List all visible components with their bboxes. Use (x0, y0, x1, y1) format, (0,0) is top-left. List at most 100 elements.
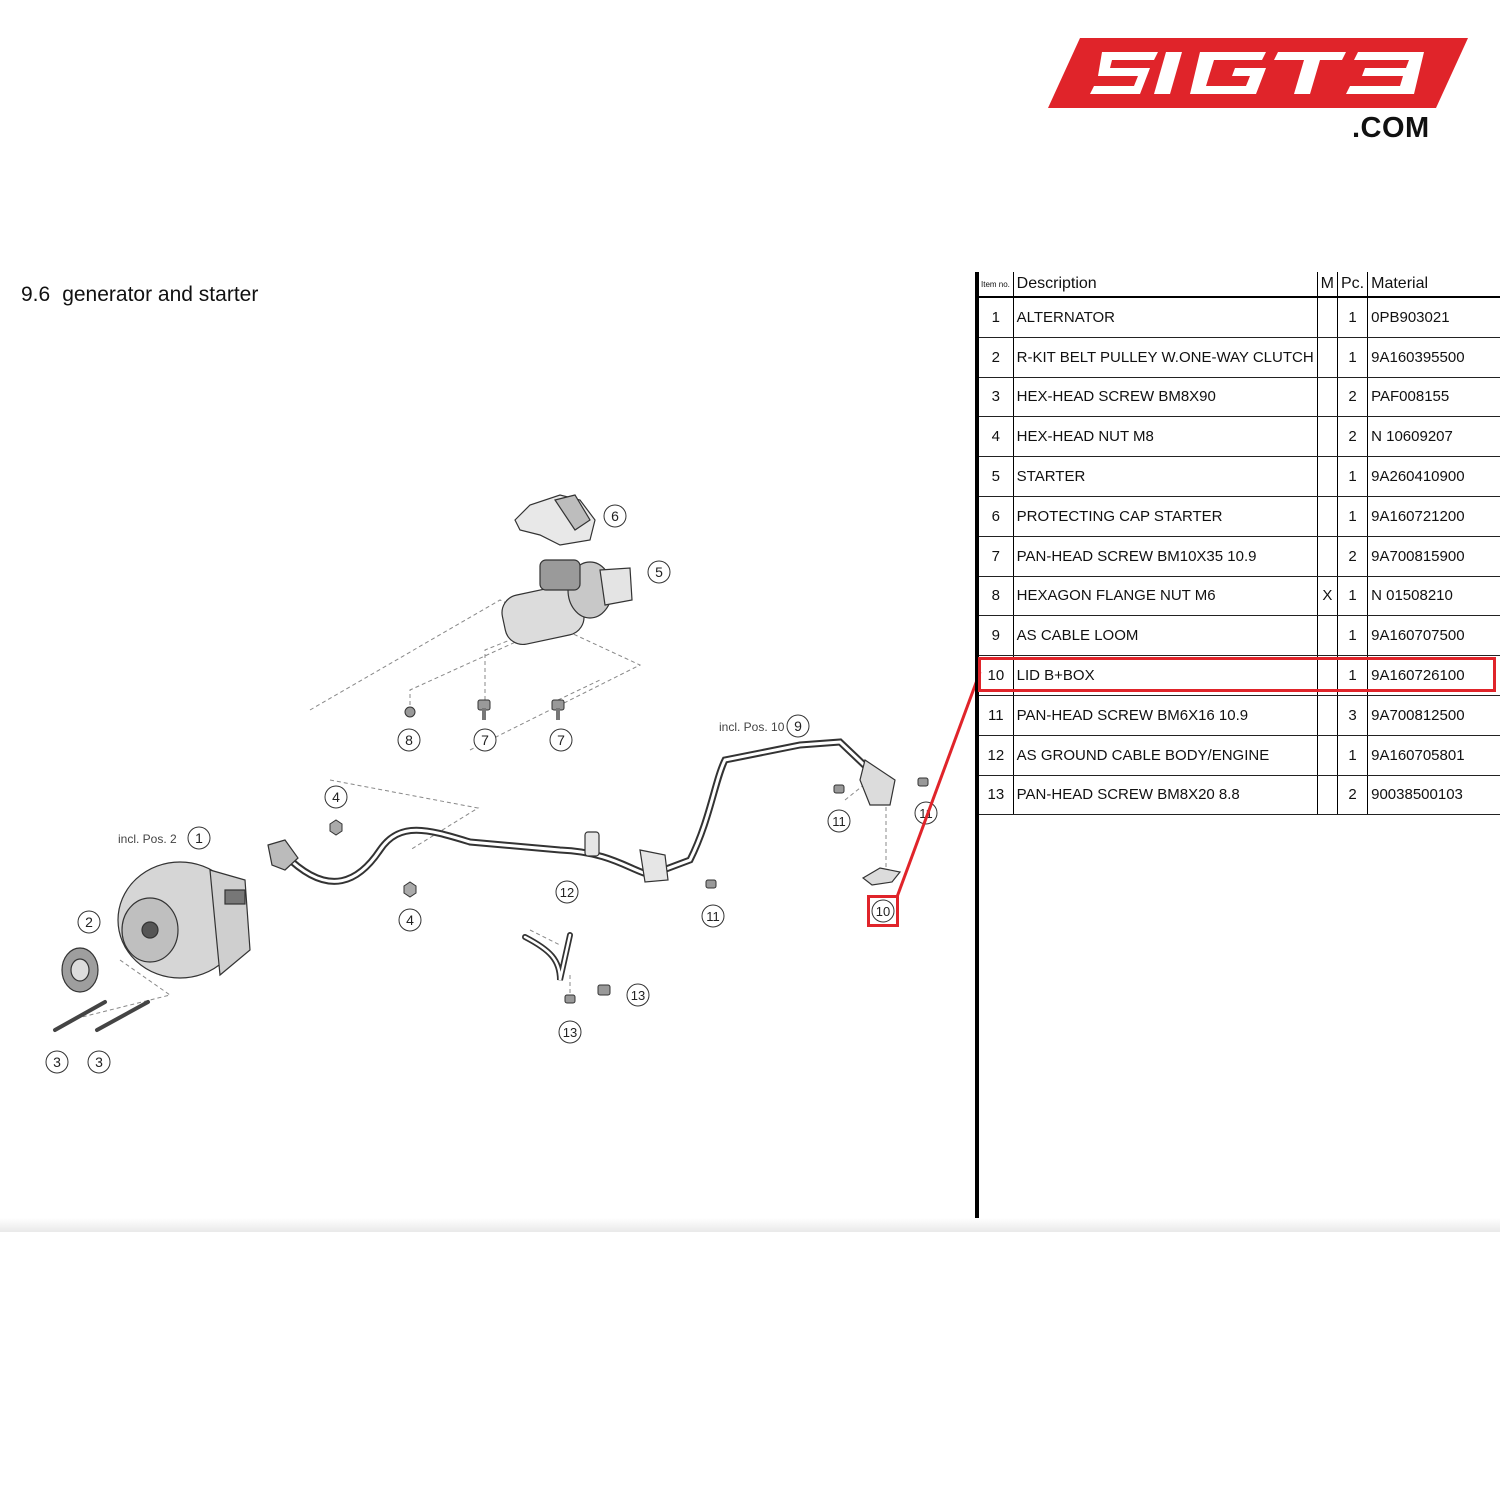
cell-m (1316, 695, 1338, 736)
callout-13b: 13 (558, 1020, 582, 1044)
bottom-shadow (0, 1218, 1500, 1232)
svg-text:13: 13 (631, 988, 645, 1003)
exploded-parts-diagram: 1 2 3 3 4 4 5 6 7 7 8 9 10 11 11 11 12 1… (45, 494, 938, 1074)
svg-text:5: 5 (655, 564, 663, 580)
callout-13a: 13 (626, 983, 650, 1007)
cell-m (1316, 536, 1338, 577)
cell-material: 9A160705801 (1367, 735, 1500, 776)
callout-1: 1 (187, 826, 211, 850)
cell-m (1316, 615, 1338, 657)
cell-pc: 1 (1336, 297, 1368, 338)
callout-3a: 3 (45, 1050, 69, 1074)
cell-material: 0PB903021 (1367, 297, 1500, 338)
cell-item: 11 (979, 695, 1014, 736)
cell-item: 9 (979, 615, 1014, 657)
svg-text:13: 13 (563, 1025, 577, 1040)
svg-text:7: 7 (481, 732, 489, 748)
cell-pc: 3 (1336, 695, 1368, 736)
cell-item: 3 (979, 377, 1014, 418)
lid-b-box (861, 867, 902, 886)
cell-m (1316, 416, 1338, 458)
cable-loom (281, 738, 884, 885)
cell-description: AS CABLE LOOM (1012, 615, 1318, 657)
cell-pc: 1 (1336, 735, 1368, 776)
alternator (117, 861, 251, 979)
cell-item: 8 (979, 576, 1014, 617)
col-item-no: Item no. (979, 272, 1014, 298)
cell-description: HEX-HEAD NUT M8 (1012, 416, 1318, 458)
cell-m (1316, 655, 1338, 696)
svg-text:11: 11 (832, 814, 846, 829)
highlight-row-10 (978, 657, 1496, 692)
cell-material: 9A160395500 (1367, 337, 1500, 378)
cell-description: AS GROUND CABLE BODY/ENGINE (1012, 735, 1318, 776)
section-number: 9.6 (21, 283, 51, 306)
col-material: Material (1367, 272, 1500, 298)
cell-material: 90038500103 (1367, 775, 1500, 816)
cell-material: N 01508210 (1367, 576, 1500, 617)
cell-material: 9A700815900 (1367, 536, 1500, 577)
col-pc: Pc. (1336, 272, 1368, 298)
cell-pc: 2 (1336, 775, 1368, 816)
svg-text:11: 11 (919, 806, 933, 821)
cell-item: 5 (979, 456, 1014, 497)
note-incl-pos-2: incl. Pos. 2 (118, 832, 177, 846)
cell-m (1316, 735, 1338, 776)
cell-m (1316, 377, 1338, 418)
callout-7a: 7 (473, 728, 497, 752)
page-title: 9.6 generator and starter (21, 283, 258, 307)
cell-pc: 1 (1336, 337, 1368, 378)
col-m: M (1316, 272, 1338, 298)
svg-text:4: 4 (332, 789, 340, 805)
parts-table-header: Item no. Description M Pc. Material (979, 272, 1500, 298)
cell-description: STARTER (1012, 456, 1318, 497)
cell-item: 1 (979, 297, 1014, 338)
callout-10: 10 (871, 899, 895, 923)
cell-material: 9A260410900 (1367, 456, 1500, 497)
callout-8: 8 (397, 728, 421, 752)
cell-description: ALTERNATOR (1012, 297, 1318, 338)
cell-m (1316, 337, 1338, 378)
cell-material: 9A700812500 (1367, 695, 1500, 736)
cell-pc: 2 (1336, 536, 1368, 577)
cell-item: 6 (979, 496, 1014, 537)
cell-material: PAF008155 (1367, 377, 1500, 418)
cell-item: 2 (979, 337, 1014, 378)
section-name: generator and starter (62, 283, 259, 306)
cell-item: 7 (979, 536, 1014, 577)
starter (501, 559, 633, 646)
svg-text:6: 6 (611, 508, 619, 524)
callout-9: 9 (786, 714, 810, 738)
svg-text:12: 12 (560, 885, 574, 900)
callout-11b: 11 (827, 809, 851, 833)
cell-description: PAN-HEAD SCREW BM8X20 8.8 (1012, 775, 1318, 816)
cell-m (1316, 496, 1338, 537)
callout-11a: 11 (701, 904, 725, 928)
cell-item: 13 (979, 775, 1014, 816)
callout-12: 12 (555, 880, 579, 904)
cell-pc: 1 (1336, 496, 1368, 537)
svg-text:3: 3 (53, 1054, 61, 1070)
cell-item: 12 (979, 735, 1014, 776)
svg-text:10: 10 (876, 904, 890, 919)
note-incl-pos-10: incl. Pos. 10 (719, 720, 785, 734)
cell-m (1316, 456, 1338, 497)
cell-pc: 2 (1336, 377, 1368, 418)
brand-logo-suffix: .COM (1352, 112, 1430, 144)
callout-3b: 3 (87, 1050, 111, 1074)
cell-pc: 2 (1336, 416, 1368, 458)
svg-text:3: 3 (95, 1054, 103, 1070)
svg-text:4: 4 (406, 912, 414, 928)
svg-text:7: 7 (557, 732, 565, 748)
cell-pc: 1 (1336, 576, 1368, 617)
cell-item: 4 (979, 416, 1014, 458)
callout-4b: 4 (398, 908, 422, 932)
